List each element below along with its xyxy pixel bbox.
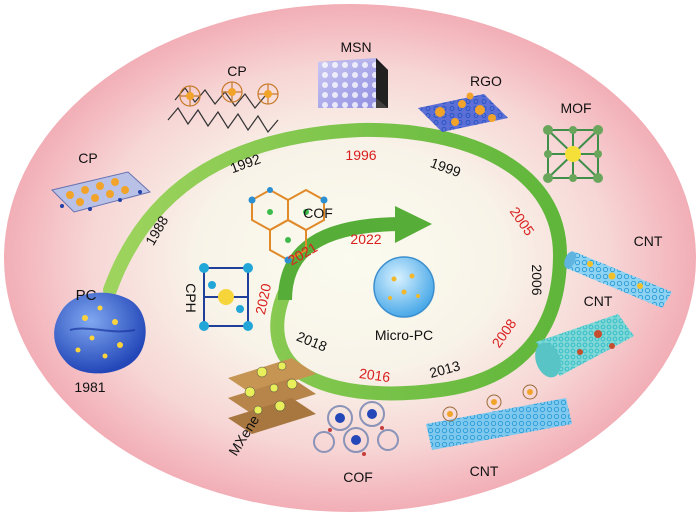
year-2016: 2016 <box>358 365 391 385</box>
label-mof: MOF <box>560 100 591 116</box>
year-1981: 1981 <box>74 379 105 395</box>
mof-structure <box>543 125 603 183</box>
cph-structure <box>199 263 253 331</box>
label-cof-bottom: COF <box>343 469 373 485</box>
background-ellipse <box>4 4 696 512</box>
label-msn: MSN <box>340 39 371 55</box>
year-2022: 2022 <box>350 231 381 247</box>
label-micro-pc: Micro-PC <box>375 327 433 343</box>
label-cnt-right-top: CNT <box>634 233 663 249</box>
cp-left-structure <box>51 171 152 213</box>
timeline-arrowhead <box>395 206 432 243</box>
timeline-inner-arc <box>278 217 401 301</box>
label-cp-top: CP <box>227 63 246 79</box>
label-cnt-bottom: CNT <box>470 463 499 479</box>
cnt-right-bottom-structure <box>535 314 634 378</box>
rgo-structure <box>418 92 508 132</box>
label-rgo: RGO <box>470 73 502 89</box>
label-cp-left: CP <box>78 150 97 166</box>
label-cnt-right-bottom: CNT <box>584 293 613 309</box>
label-cph: CPH <box>183 283 199 313</box>
year-2020: 2020 <box>252 282 274 316</box>
label-pc: PC <box>76 287 97 304</box>
pc-structure <box>54 292 146 374</box>
micro-pc-structure <box>373 256 435 318</box>
year-2006: 2006 <box>529 264 545 295</box>
cp-top-structure <box>167 81 279 134</box>
year-1996: 1996 <box>345 147 376 163</box>
cnt-right-top-structure <box>564 251 672 308</box>
msn-structure <box>318 58 388 108</box>
label-cof-inner: COF <box>303 205 333 221</box>
year-2013: 2013 <box>428 357 462 381</box>
cof-bottom-structure <box>313 401 399 456</box>
cof-inner-structure <box>248 187 328 264</box>
mxene-structure <box>228 358 316 434</box>
cnt-bottom-structure <box>426 384 572 450</box>
timeline-outer-arc <box>103 122 568 401</box>
